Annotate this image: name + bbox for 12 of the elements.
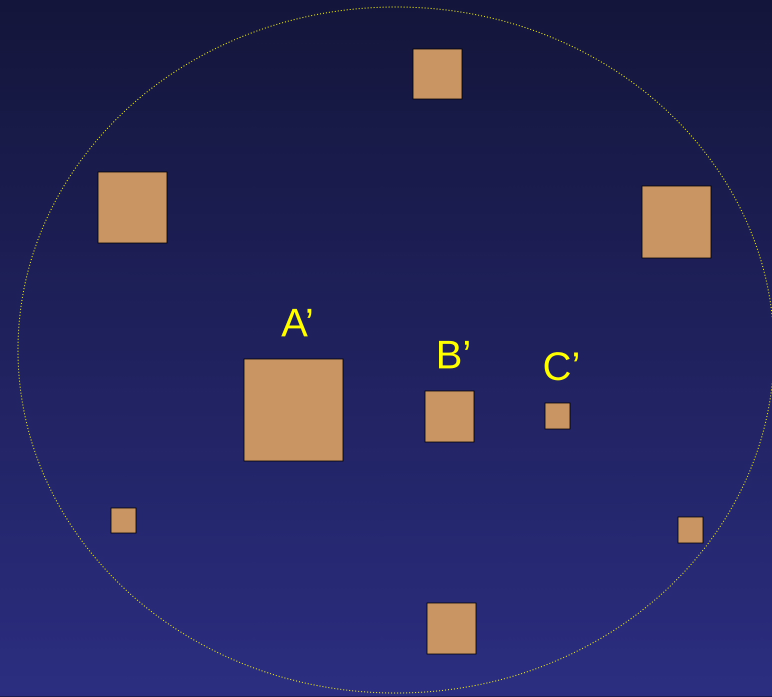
letter-label: B’ (439, 340, 469, 368)
square (678, 516, 704, 544)
letter-label: A’ (281, 308, 312, 336)
letter-label: C’ (544, 352, 578, 380)
square (426, 602, 476, 654)
square (424, 390, 474, 442)
square (412, 48, 462, 100)
square (98, 172, 168, 244)
square (110, 508, 136, 534)
square (642, 186, 712, 258)
square (544, 402, 570, 430)
square (244, 358, 344, 462)
